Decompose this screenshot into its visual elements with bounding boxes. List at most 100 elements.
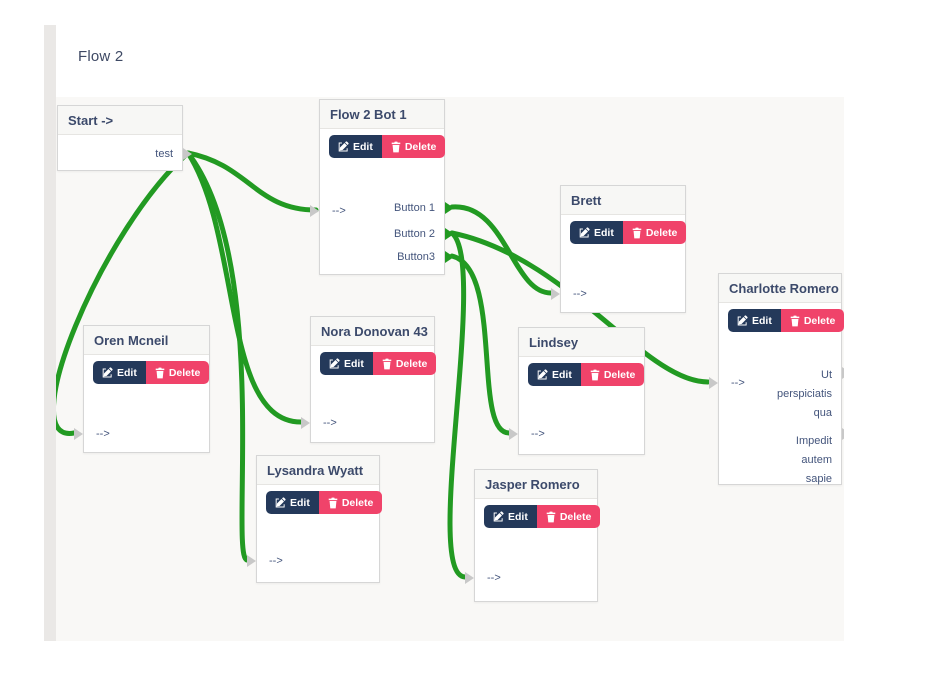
connection-start-to-lysandra[interactable] xyxy=(185,150,250,563)
node-actions: Edit Delete xyxy=(570,221,687,244)
node-title: Jasper Romero xyxy=(475,470,597,499)
output-port-arrow-icon[interactable] xyxy=(445,251,454,263)
delete-button-label: Delete xyxy=(168,366,201,379)
connection-start-to-oren[interactable] xyxy=(50,150,191,436)
edit-button[interactable]: Edit xyxy=(320,352,373,375)
trash-icon xyxy=(790,315,800,326)
connection-start-to-nora[interactable] xyxy=(185,150,304,425)
output-port-arrow-icon[interactable] xyxy=(445,202,454,214)
connection-f2b1-to-jasper[interactable] xyxy=(447,230,468,580)
connection-start-to-f2b1[interactable] xyxy=(185,150,319,213)
delete-button-label: Delete xyxy=(803,314,836,327)
delete-button[interactable]: Delete xyxy=(318,491,383,514)
input-port-arrow-icon[interactable] xyxy=(509,428,518,440)
edit-pencil-icon xyxy=(537,369,548,380)
node-title: Flow 2 Bot 1 xyxy=(320,100,444,129)
edit-button[interactable]: Edit xyxy=(570,221,623,244)
delete-button[interactable]: Delete xyxy=(580,363,645,386)
connection-f2b1-to-charlotte[interactable] xyxy=(449,230,711,385)
node-actions: Edit Delete xyxy=(528,363,645,386)
input-label: --> xyxy=(487,572,501,584)
edit-pencil-icon xyxy=(102,367,113,378)
input-label: --> xyxy=(573,288,587,300)
delete-button[interactable]: Delete xyxy=(780,309,844,332)
edit-pencil-icon xyxy=(737,315,748,326)
edit-pencil-icon xyxy=(579,227,590,238)
delete-button[interactable]: Delete xyxy=(372,352,437,375)
input-label: --> xyxy=(531,428,545,440)
output-port-arrow-icon[interactable] xyxy=(183,148,192,160)
node-title: Oren Mcneil xyxy=(84,326,209,355)
delete-button[interactable]: Delete xyxy=(381,135,446,158)
edit-button[interactable]: Edit xyxy=(266,491,319,514)
delete-button-label: Delete xyxy=(645,226,678,239)
connections-layer xyxy=(50,150,711,580)
delete-button[interactable]: Delete xyxy=(145,361,210,384)
node-title: Lindsey xyxy=(519,328,644,357)
output-label: Button3 xyxy=(397,251,435,263)
delete-button[interactable]: Delete xyxy=(536,505,601,528)
output-port-arrow-icon[interactable] xyxy=(445,228,454,240)
flow-title: Flow 2 xyxy=(78,48,124,65)
edit-pencil-icon xyxy=(493,511,504,522)
edit-button-label: Edit xyxy=(290,496,310,509)
input-port-arrow-icon[interactable] xyxy=(74,428,83,440)
input-label: --> xyxy=(323,417,337,429)
edit-button[interactable]: Edit xyxy=(93,361,146,384)
node-actions: Edit Delete xyxy=(728,309,844,332)
edit-button[interactable]: Edit xyxy=(484,505,537,528)
delete-button-label: Delete xyxy=(603,368,636,381)
input-port-arrow-icon[interactable] xyxy=(465,572,474,584)
trash-icon xyxy=(391,141,401,152)
edit-button[interactable]: Edit xyxy=(528,363,581,386)
input-port-arrow-icon[interactable] xyxy=(247,555,256,567)
edit-button-label: Edit xyxy=(508,510,528,523)
input-label: --> xyxy=(96,428,110,440)
trash-icon xyxy=(632,227,642,238)
delete-button-label: Delete xyxy=(404,140,437,153)
edit-button[interactable]: Edit xyxy=(329,135,382,158)
node-title: Charlotte Romero xyxy=(719,274,841,303)
edit-pencil-icon xyxy=(338,141,349,152)
trash-icon xyxy=(155,367,165,378)
node-actions: Edit Delete xyxy=(266,491,383,514)
node-actions: Edit Delete xyxy=(484,505,601,528)
edit-button-label: Edit xyxy=(552,368,572,381)
node-title: Lysandra Wyatt xyxy=(257,456,379,485)
input-port-arrow-icon[interactable] xyxy=(709,377,718,389)
input-port-arrow-icon[interactable] xyxy=(551,288,560,300)
output-label: Button 1 xyxy=(394,202,435,214)
trash-icon xyxy=(328,497,338,508)
input-port-arrow-icon[interactable] xyxy=(310,205,319,217)
input-label: --> xyxy=(269,555,283,567)
output-port-arrow-icon[interactable] xyxy=(842,428,844,440)
flow-header: Flow 2 xyxy=(44,10,844,97)
edit-button-label: Edit xyxy=(117,366,137,379)
output-port-arrow-icon[interactable] xyxy=(842,367,844,379)
edit-button[interactable]: Edit xyxy=(728,309,781,332)
delete-button-label: Delete xyxy=(395,357,428,370)
node-title: Brett xyxy=(561,186,685,215)
flow-node-start[interactable]: Start ->test xyxy=(57,105,192,171)
node-actions: Edit Delete xyxy=(320,352,437,375)
edit-button-label: Edit xyxy=(752,314,772,327)
delete-button[interactable]: Delete xyxy=(622,221,687,244)
edit-button-label: Edit xyxy=(353,140,373,153)
output-label: test xyxy=(155,148,173,160)
trash-icon xyxy=(546,511,556,522)
connection-f2b1-to-lindsey[interactable] xyxy=(449,253,512,436)
input-port-arrow-icon[interactable] xyxy=(301,417,310,429)
edit-button-label: Edit xyxy=(594,226,614,239)
connection-f2b1-to-brett[interactable] xyxy=(449,204,554,296)
